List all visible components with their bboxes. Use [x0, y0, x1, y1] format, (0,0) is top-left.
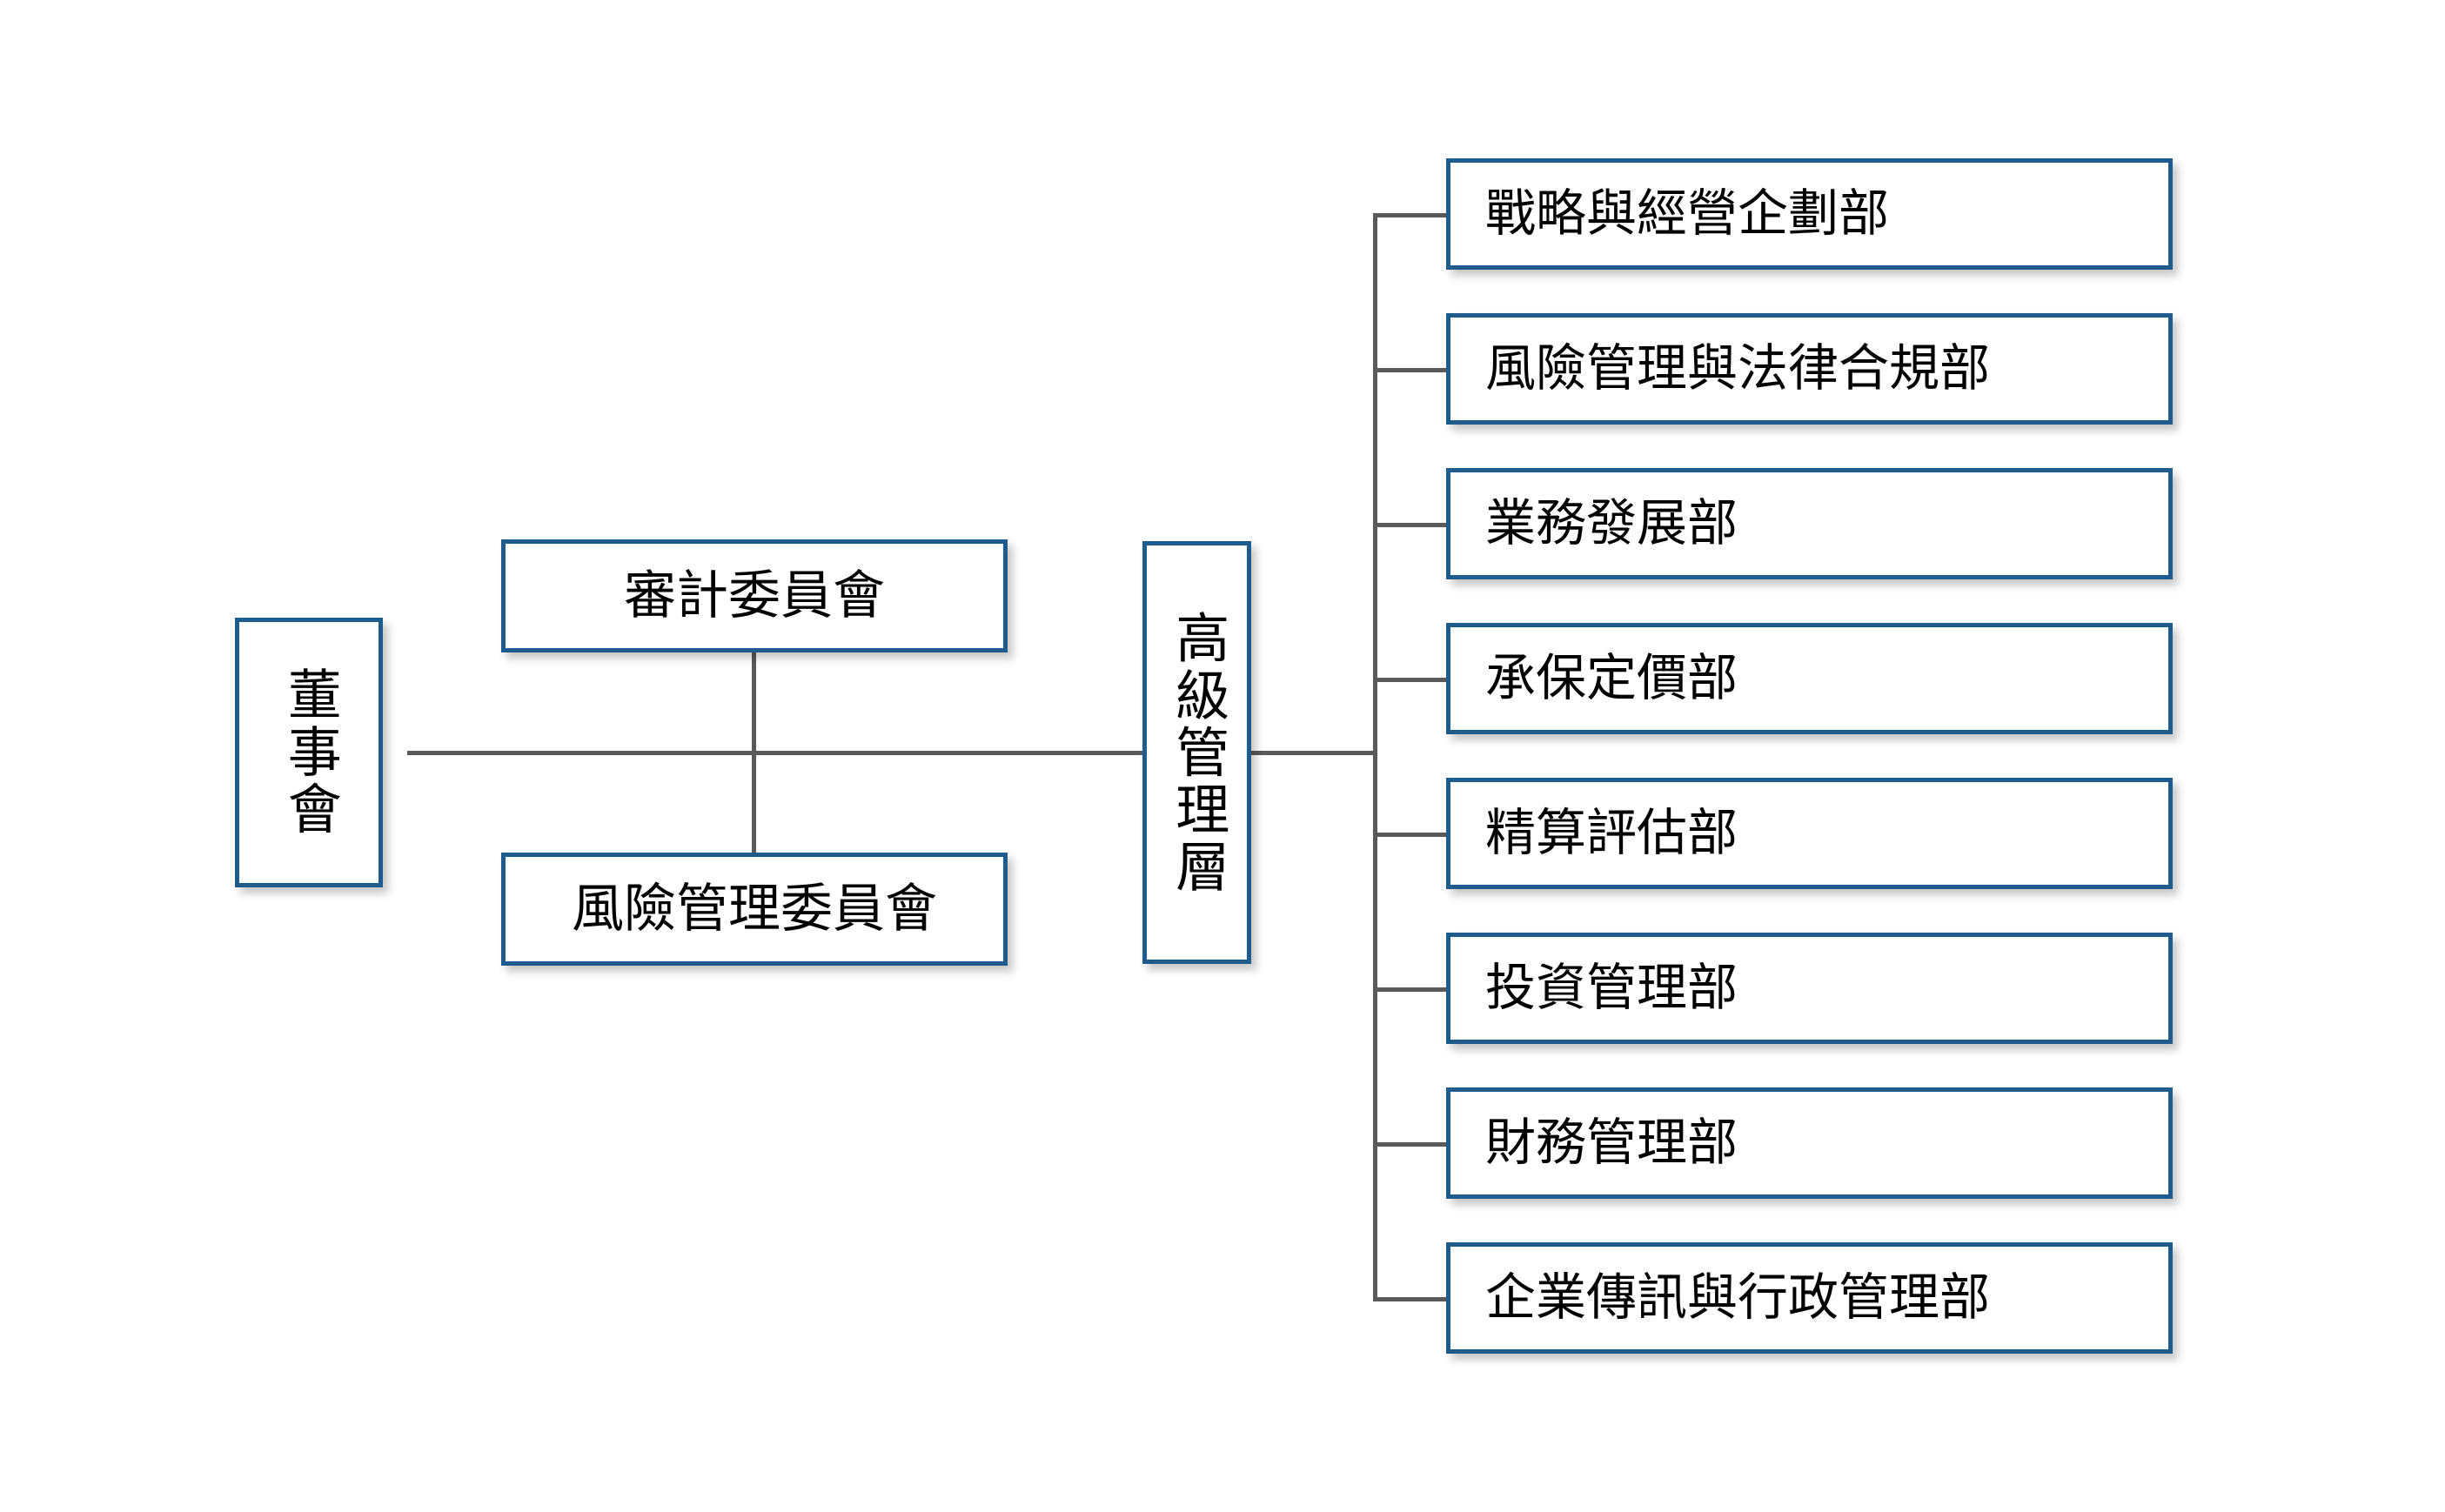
node-department-label: 精算評估部 — [1485, 804, 1738, 861]
connector-board-to-senior-management — [407, 751, 1142, 755]
connector-branch-dept-5 — [1373, 833, 1448, 837]
connector-branch-dept-3 — [1373, 523, 1448, 527]
node-department-label: 承保定價部 — [1485, 649, 1738, 706]
node-risk-management-committee[interactable]: 風險管理委員會 — [494, 846, 1015, 973]
node-department-risk-management-and-legal-compliance[interactable]: 風險管理與法律合規部 — [1439, 306, 2180, 432]
node-audit-committee[interactable]: 審計委員會 — [494, 532, 1015, 659]
connector-branch-dept-8 — [1373, 1297, 1448, 1301]
node-board-of-directors-label: 董事會 — [278, 666, 339, 839]
node-department-actuarial-valuation[interactable]: 精算評估部 — [1439, 771, 2180, 896]
node-department-financial-management[interactable]: 財務管理部 — [1439, 1080, 2180, 1206]
connector-risk-committee-stub — [752, 751, 756, 853]
node-department-business-development[interactable]: 業務發展部 — [1439, 461, 2180, 586]
node-audit-committee-label: 審計委員會 — [624, 566, 885, 626]
node-risk-management-committee-label: 風險管理委員會 — [572, 880, 937, 939]
node-department-strategy-and-business-planning[interactable]: 戰略與經營企劃部 — [1439, 151, 2180, 277]
node-senior-management-label: 高級管理層 — [1167, 609, 1228, 896]
node-department-label: 投資管理部 — [1485, 959, 1738, 1016]
node-department-label: 財務管理部 — [1485, 1114, 1738, 1171]
node-board-of-directors[interactable]: 董事會 — [228, 611, 390, 894]
connector-audit-committee-stub — [752, 652, 756, 751]
node-department-label: 企業傳訊與行政管理部 — [1485, 1268, 1991, 1326]
node-senior-management[interactable]: 高級管理層 — [1135, 534, 1258, 971]
connector-branch-dept-1 — [1373, 213, 1448, 217]
node-department-label: 戰略與經營企劃部 — [1485, 184, 1890, 242]
connector-senior-management-to-trunk — [1251, 751, 1375, 755]
node-department-label: 風險管理與法律合規部 — [1485, 339, 1991, 397]
connector-department-trunk — [1373, 213, 1377, 1298]
connector-branch-dept-7 — [1373, 1142, 1448, 1147]
node-department-corporate-communications-and-administration[interactable]: 企業傳訊與行政管理部 — [1439, 1235, 2180, 1361]
connector-branch-dept-4 — [1373, 678, 1448, 682]
connector-branch-dept-6 — [1373, 987, 1448, 992]
node-department-investment-management[interactable]: 投資管理部 — [1439, 926, 2180, 1051]
node-department-underwriting-and-pricing[interactable]: 承保定價部 — [1439, 616, 2180, 741]
connector-branch-dept-2 — [1373, 368, 1448, 372]
node-department-label: 業務發展部 — [1485, 494, 1738, 552]
